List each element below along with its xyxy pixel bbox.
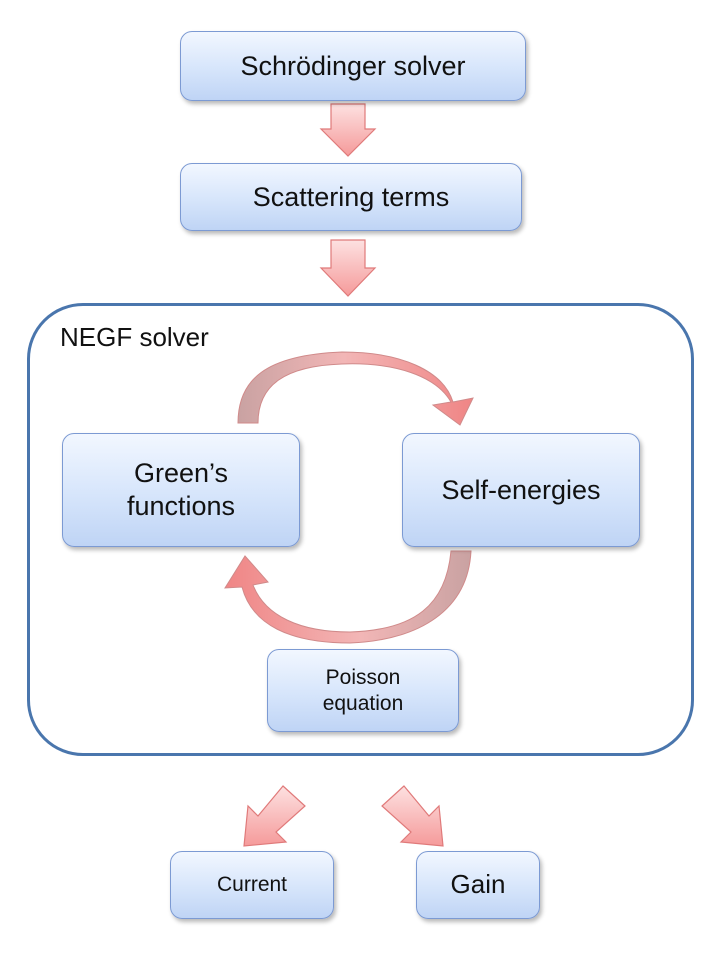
node-schrodinger-solver: Schrödinger solver (180, 31, 526, 101)
node-gain: Gain (416, 851, 540, 919)
arrow-self-energies-to-greens (224, 550, 472, 644)
arrow-negf-to-gain (381, 785, 444, 847)
node-poisson-equation-label-line1: Poisson (325, 665, 401, 689)
arrow-scattering-to-negf (319, 239, 377, 297)
node-current-label: Current (216, 873, 288, 897)
node-current: Current (170, 851, 334, 919)
negf-solver-title: NEGF solver (60, 322, 209, 352)
arrow-negf-to-current (243, 785, 306, 847)
node-self-energies: Self-energies (402, 433, 640, 547)
node-greens-functions: Green’s functions (62, 433, 300, 547)
node-gain-label: Gain (450, 869, 506, 900)
node-greens-functions-label-line1: Green’s (133, 458, 229, 489)
arrow-greens-to-self-energies (237, 351, 474, 426)
arrow-schrodinger-to-scattering (319, 103, 377, 157)
node-poisson-equation: Poisson equation (267, 649, 459, 732)
node-poisson-equation-label-line2: equation (322, 691, 404, 715)
node-scattering-terms: Scattering terms (180, 163, 522, 231)
node-scattering-terms-label: Scattering terms (252, 181, 450, 212)
node-schrodinger-solver-label: Schrödinger solver (240, 50, 466, 81)
node-greens-functions-label-line2: functions (126, 491, 236, 521)
node-self-energies-label: Self-energies (441, 474, 601, 505)
